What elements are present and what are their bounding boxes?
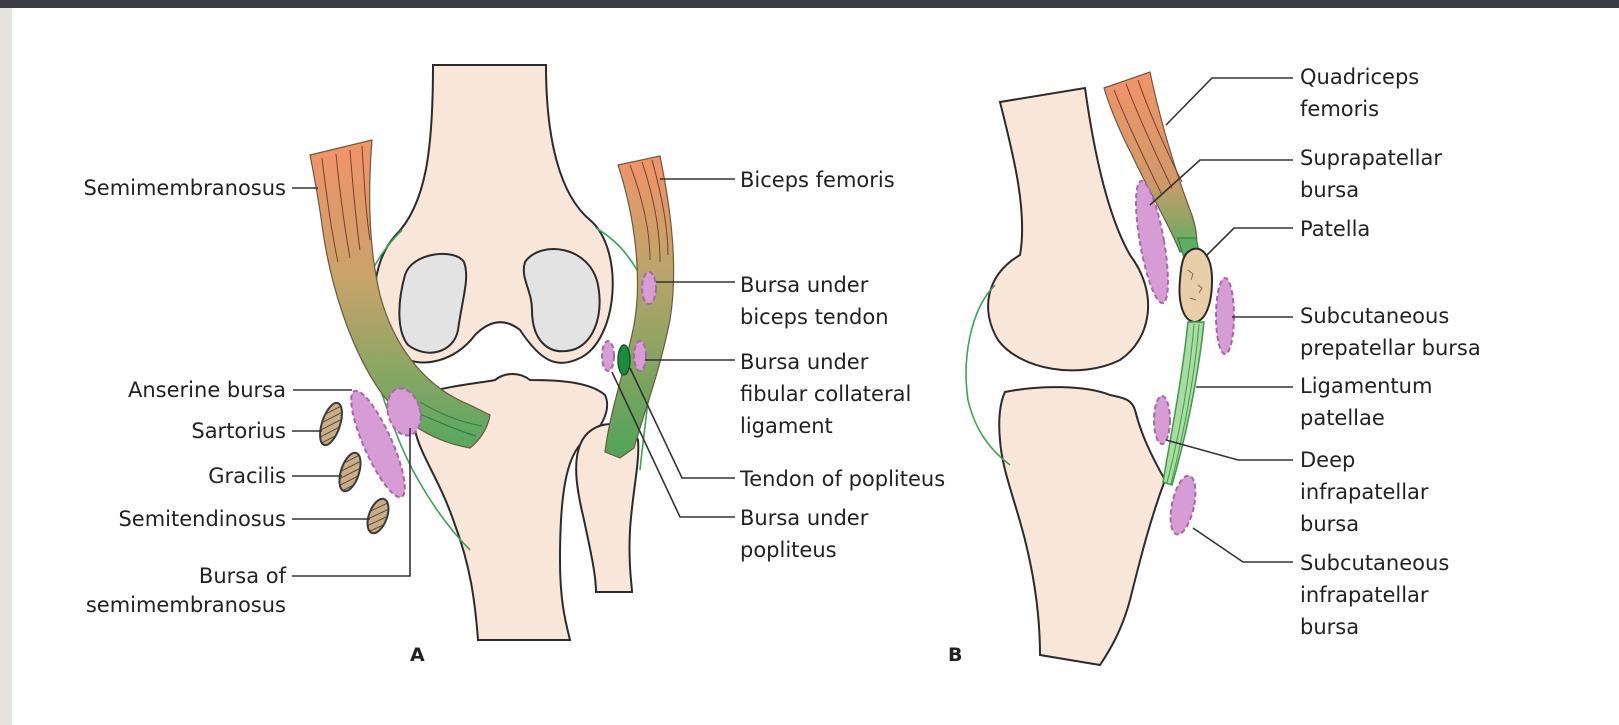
label-suprapatellar-bursa-line2: bursa [1300, 178, 1359, 202]
deep-infrapatellar-bursa-shape [1154, 396, 1170, 444]
label-subcutaneous-prepatellar-bursa-line2: prepatellar bursa [1300, 336, 1481, 360]
label-patella: Patella [1300, 217, 1370, 241]
label-bursa-of-semimembranosus-line2: semimembranosus [86, 593, 286, 617]
bursa-under-fibular-collateral-ligament-lateral [634, 341, 646, 371]
label-sartorius: Sartorius [191, 419, 286, 443]
panel-letter-a: A [410, 644, 425, 666]
gracilis-tendon-section [335, 450, 364, 494]
label-bursa-under-popliteus-line1: Bursa under [740, 506, 869, 530]
panel-a-drawing [310, 65, 674, 640]
label-tendon-of-popliteus: Tendon of popliteus [739, 467, 945, 491]
label-subcutaneous-infrapatellar-bursa-line2: infrapatellar [1300, 583, 1429, 607]
label-bursa-under-biceps-tendon-line1: Bursa under [740, 273, 869, 297]
semitendinosus-tendon-section [363, 496, 392, 536]
label-deep-infrapatellar-bursa-line3: bursa [1300, 512, 1359, 536]
subcutaneous-prepatellar-bursa-shape [1216, 278, 1234, 354]
label-semitendinosus: Semitendinosus [118, 507, 286, 531]
panel-b-drawing [966, 72, 1234, 665]
label-bursa-under-fibular-collateral-ligament-line3: ligament [740, 414, 833, 438]
bursa-under-fibular-collateral-ligament-medial [602, 341, 614, 371]
biceps-femoris-muscle [605, 156, 674, 458]
label-biceps-femoris: Biceps femoris [740, 168, 895, 192]
label-deep-infrapatellar-bursa-line2: infrapatellar [1300, 480, 1429, 504]
label-bursa-under-popliteus-line2: popliteus [740, 538, 837, 562]
patella [1180, 249, 1212, 322]
label-gracilis: Gracilis [208, 464, 286, 488]
tendon-of-popliteus-section [618, 345, 630, 375]
label-bursa-under-fibular-collateral-ligament-line2: fibular collateral [740, 382, 911, 406]
sartorius-tendon-section [316, 400, 347, 447]
panel-letter-b: B [948, 644, 962, 666]
label-subcutaneous-prepatellar-bursa-line1: Subcutaneous [1300, 304, 1449, 328]
label-semimembranosus: Semimembranosus [83, 176, 286, 200]
tibia-b [999, 387, 1165, 665]
label-ligamentum-patellae-line1: Ligamentum [1300, 374, 1432, 398]
label-bursa-under-fibular-collateral-ligament-line1: Bursa under [740, 350, 869, 374]
label-suprapatellar-bursa-line1: Suprapatellar [1300, 146, 1442, 170]
label-deep-infrapatellar-bursa-line1: Deep [1300, 448, 1355, 472]
label-bursa-of-semimembranosus-line1: Bursa of [199, 564, 287, 588]
medial-condyle-cartilage [399, 254, 466, 353]
label-quadriceps-femoris-line2: femoris [1300, 97, 1379, 121]
label-quadriceps-femoris-line1: Quadriceps [1300, 65, 1419, 89]
label-bursa-under-biceps-tendon-line2: biceps tendon [740, 305, 889, 329]
label-subcutaneous-infrapatellar-bursa-line3: bursa [1300, 615, 1359, 639]
bursa-under-biceps-tendon [642, 272, 656, 304]
label-anserine-bursa: Anserine bursa [128, 378, 286, 402]
label-subcutaneous-infrapatellar-bursa-line1: Subcutaneous [1300, 551, 1449, 575]
label-ligamentum-patellae-line2: patellae [1300, 406, 1385, 430]
